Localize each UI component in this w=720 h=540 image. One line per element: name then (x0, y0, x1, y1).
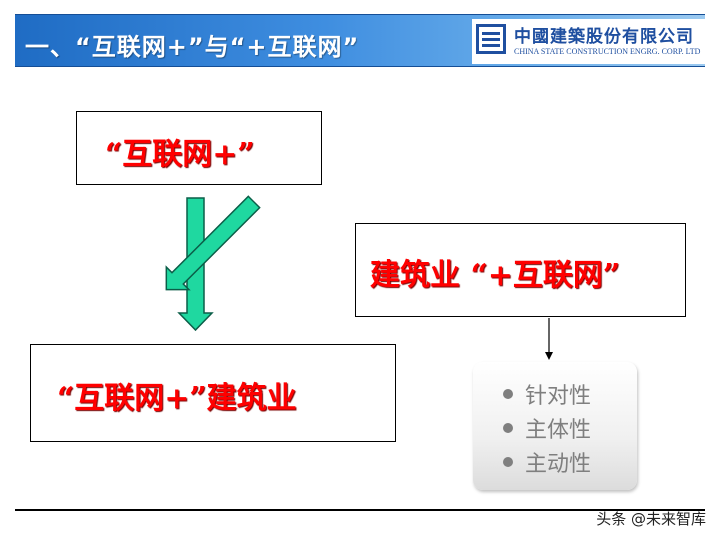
bullet-icon (503, 423, 513, 433)
internet-plus-construction-box: “互联网+”建筑业 (30, 344, 396, 442)
construction-plus-internet-box: 建筑业 “+互联网” (355, 223, 686, 317)
logo-chinese-name: 中國建築股份有限公司 (514, 27, 694, 47)
bullet-icon (503, 389, 513, 399)
bullet-icon (503, 457, 513, 467)
down-arrow-icon (177, 197, 214, 332)
source-watermark: 头条 @未来智库 (596, 510, 706, 528)
cscec-logo-icon (476, 24, 506, 54)
slide-title: 一、“互联网+”与“+互联网” (25, 33, 360, 61)
bullet-label: 主动性 (525, 452, 592, 477)
internet-plus-label: “互联网+” (105, 137, 255, 172)
characteristics-panel: 针对性 主体性 主动性 (473, 362, 637, 490)
construction-plus-internet-label: 建筑业 “+互联网” (370, 258, 621, 293)
internet-plus-construction-label: “互联网+”建筑业 (57, 381, 297, 416)
title-banner: 一、“互联网+”与“+互联网” 中國建築股份有限公司 CHINA STATE C… (15, 14, 716, 67)
logo-english-name: CHINA STATE CONSTRUCTION ENGRG. CORP. LT… (514, 47, 701, 56)
company-logo: 中國建築股份有限公司 CHINA STATE CONSTRUCTION ENGR… (472, 19, 716, 64)
list-item: 针对性 (503, 379, 591, 409)
list-item: 主动性 (503, 447, 591, 477)
diagonal-arrow-icon (165, 195, 261, 291)
bullet-label: 主体性 (525, 418, 592, 443)
internet-plus-box: “互联网+” (76, 111, 322, 185)
footer-divider (15, 509, 705, 511)
bullet-label: 针对性 (525, 384, 592, 409)
list-item: 主体性 (503, 413, 591, 443)
connector-arrowhead-icon (545, 352, 553, 360)
